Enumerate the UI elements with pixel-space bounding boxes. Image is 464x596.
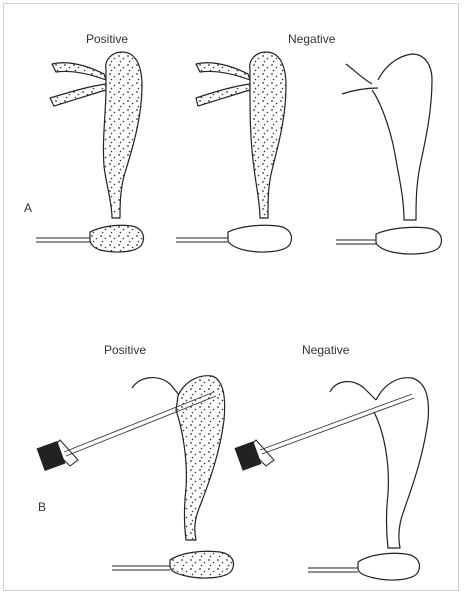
panel-a-middle-gallbladder [176, 52, 292, 252]
panel-b-positive-gallbladder [37, 376, 234, 578]
panel-b-negative-gallbladder [234, 378, 428, 580]
panel-a-positive-gallbladder [36, 52, 144, 252]
panel-a-negative-gallbladder [336, 54, 442, 254]
